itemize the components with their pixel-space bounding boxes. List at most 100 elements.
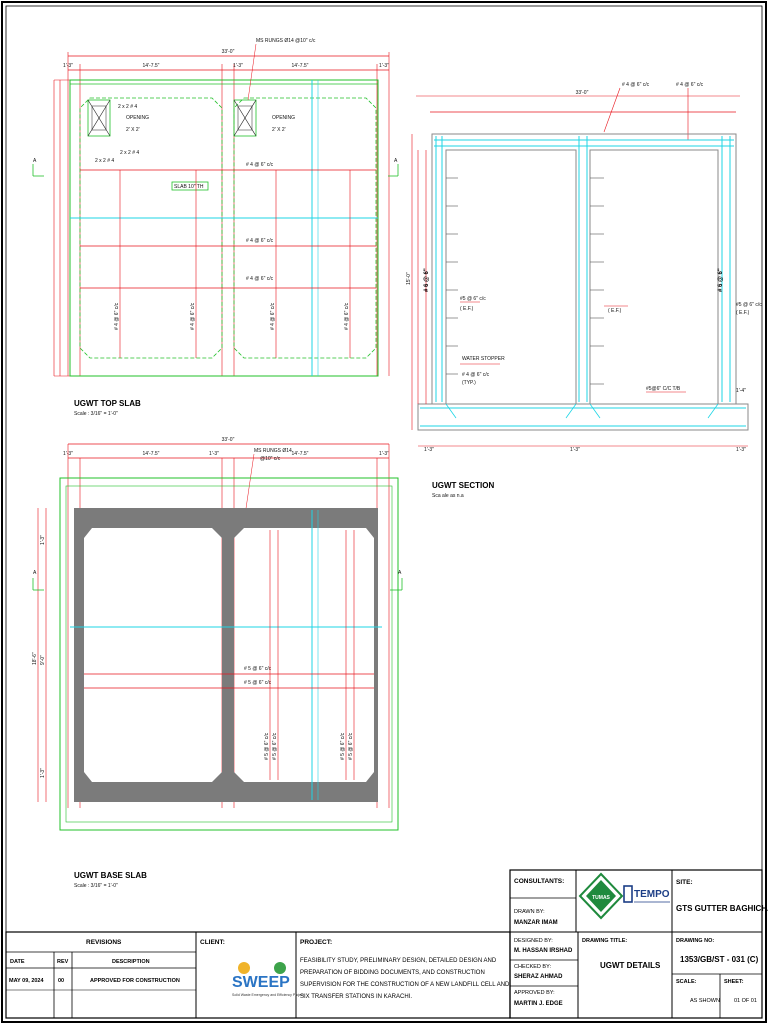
bars-2x2-3: 2 x 2 # 4 — [95, 158, 114, 164]
top-dim-2: 14'-7.5" — [143, 63, 160, 69]
sweep-logo-sub: Solid Waste Emergency and Efficiency Pro… — [232, 993, 304, 997]
base-side-dim-1: 1'-3" — [40, 535, 46, 545]
drawing-no-value: 1353/GB/ST - 031 (C) — [680, 955, 759, 964]
base-bar-note-1: # 5 @ 6" c/c — [244, 666, 272, 672]
base-slab-scale: Scale : 3/16" = 1'-0" — [74, 883, 118, 889]
base-dim-3: 1'-3" — [209, 451, 219, 457]
checked-by-label: CHECKED BY: — [514, 964, 551, 970]
section-top-bar-1: # 4 @ 6" c/c — [622, 82, 650, 88]
base-vbar-1: # 5 @ 6" c/c — [264, 732, 270, 760]
base-rungs-note: MS RUNGS Ø14 — [254, 448, 292, 454]
sheet-label: SHEET: — [724, 979, 744, 985]
tumas-logo-text: TUMAS — [592, 895, 610, 901]
top-dim-1: 1'-3" — [63, 63, 73, 69]
ugwt-section: 33'-0" # 4 @ 6" c/c # 4 @ 6" c/c — [406, 82, 762, 499]
top-rungs-note: MS RUNGS Ø14 @10" c/c — [256, 38, 316, 44]
approved-by-value: MARTIN J. EDGE — [514, 1001, 563, 1007]
bars-2x2-1: 2 x 2 # 4 — [118, 104, 137, 110]
project-line-4: SIX TRANSFER STATIONS IN KARACHI. — [300, 994, 412, 1000]
top-slab-plan: 33'-0" 1'-3" 14'-7.5" 1'-3" 14'-7.5" 1'-… — [32, 38, 399, 417]
opening-size-2: 2' X 2' — [272, 127, 286, 133]
top-dim-3: 1'-3" — [233, 63, 243, 69]
tempo-logo: TEMPO — [623, 885, 670, 903]
section-big-label-right: # 6 @ 6" — [718, 268, 724, 292]
base-side-dim-4: 18'-6" — [32, 652, 38, 665]
section-dim-br: 1'-3" — [736, 447, 746, 453]
section-dim-14: 1'-4" — [736, 388, 746, 394]
section-mark-right: A — [394, 158, 398, 164]
base-vbar-4: # 5 @ 6" c/c — [348, 732, 354, 760]
top-bar-note-3: # 4 @ 6" c/c — [246, 276, 274, 282]
section-top-bar-2: # 4 @ 6" c/c — [676, 82, 704, 88]
base-dim-2: 14'-7.5" — [143, 451, 160, 457]
base-section-mark-right: A — [398, 570, 402, 576]
section-ef-mid: ( E.F.) — [608, 308, 622, 314]
designed-by-label: DESIGNED BY: — [514, 938, 553, 944]
revision-description: APPROVED FOR CONSTRUCTION — [90, 978, 180, 984]
base-dim-5: 1'-3" — [379, 451, 389, 457]
typ-bar-note: # 4 @ 6" c/c — [462, 372, 490, 378]
top-vbar-3: # 4 @ 6" c/c — [270, 302, 276, 330]
base-vbar-3: # 5 @ 6" c/c — [340, 732, 346, 760]
base-side-dim-3: 1'-3" — [40, 768, 46, 778]
bottom-bar-note: #5@6" C/C T/B — [646, 386, 681, 392]
scale-label: SCALE: — [676, 979, 697, 985]
project-line-3: SUPERVISION FOR THE CONSTRUCTION OF A NE… — [300, 982, 510, 988]
opening-size-1: 2' X 2' — [126, 127, 140, 133]
tempo-logo-text: TEMPO — [634, 889, 670, 900]
section-overall: 33'-0" — [576, 90, 589, 96]
top-slab-scale: Scale : 3/16" = 1'-0" — [74, 411, 118, 417]
drawn-by-value: MANZAR IMAM — [514, 920, 558, 926]
top-overall-dim: 33'-0" — [222, 49, 235, 55]
top-bar-note-2: # 4 @ 6" c/c — [246, 238, 274, 244]
section-scale: Sca ale as n.a — [432, 493, 464, 499]
client-label: CLIENT: — [200, 939, 225, 946]
water-stopper-note: WATER STOPPER — [462, 356, 505, 362]
top-bar-note-1: # 4 @ 6" c/c — [246, 162, 274, 168]
opening-label-1: OPENING — [126, 115, 149, 121]
section-right-ef: ( E.F.) — [736, 310, 750, 316]
designed-by-value: M. HASSAN IRSHAD — [514, 948, 573, 954]
typ-note: (TYP.) — [462, 380, 476, 386]
top-slab-title: UGWT TOP SLAB — [74, 399, 141, 408]
section-right-bar: #5 @ 6" c/c — [736, 302, 762, 308]
base-overall-dim: 33'-0" — [222, 437, 235, 443]
sweep-logo: SWEEP Solid Waste Emergency and Efficien… — [232, 962, 304, 997]
site-label: SITE: — [676, 879, 693, 886]
top-vbar-2: # 4 @ 6" c/c — [190, 302, 196, 330]
section-dim-bl: 1'-3" — [424, 447, 434, 453]
drawing-title-label: DRAWING TITLE: — [582, 938, 627, 944]
section-mark-left: A — [33, 158, 37, 164]
rev-col-header: REV — [57, 959, 69, 965]
consultants-label: CONSULTANTS: — [514, 878, 564, 885]
revision-number: 00 — [58, 978, 64, 984]
approved-by-label: APPROVED BY: — [514, 990, 555, 996]
scale-value: AS SHOWN — [690, 998, 720, 1004]
base-vbar-2: # 5 @ 6" c/c — [272, 732, 278, 760]
slab-thickness-label: SLAB 10" TH — [174, 184, 204, 190]
section-dim-bm: 1'-3" — [570, 447, 580, 453]
top-vbar-4: # 4 @ 6" c/c — [344, 302, 350, 330]
tumas-logo: TUMAS — [578, 872, 624, 920]
project-line-1: FEASIBILITY STUDY, PRELIMINARY DESIGN, D… — [300, 958, 497, 964]
section-ef-bar: #5 @ 6" c/c — [460, 296, 486, 302]
base-section-mark-left: A — [33, 570, 37, 576]
sheet-value: 01 OF 01 — [734, 998, 757, 1004]
section-title: UGWT SECTION — [432, 481, 494, 490]
section-big-label-left: # 6 @ 6" — [424, 268, 430, 292]
opening-label-2: OPENING — [272, 115, 295, 121]
bars-2x2-2: 2 x 2 # 4 — [120, 150, 139, 156]
project-label: PROJECT: — [300, 939, 332, 946]
drawing-no-label: DRAWING NO: — [676, 938, 714, 944]
checked-by-value: SHERAZ AHMAD — [514, 974, 563, 980]
section-height: 15'-0" — [406, 272, 412, 285]
revisions-header: REVISIONS — [86, 939, 122, 946]
drawn-by-label: DRAWN BY: — [514, 909, 545, 915]
drawing-title-value: UGWT DETAILS — [600, 961, 661, 970]
title-block — [5, 869, 763, 1019]
top-dim-5: 1'-3" — [379, 63, 389, 69]
date-col-header: DATE — [10, 959, 25, 965]
base-bar-note-2: # 5 @ 6" c/c — [244, 680, 272, 686]
